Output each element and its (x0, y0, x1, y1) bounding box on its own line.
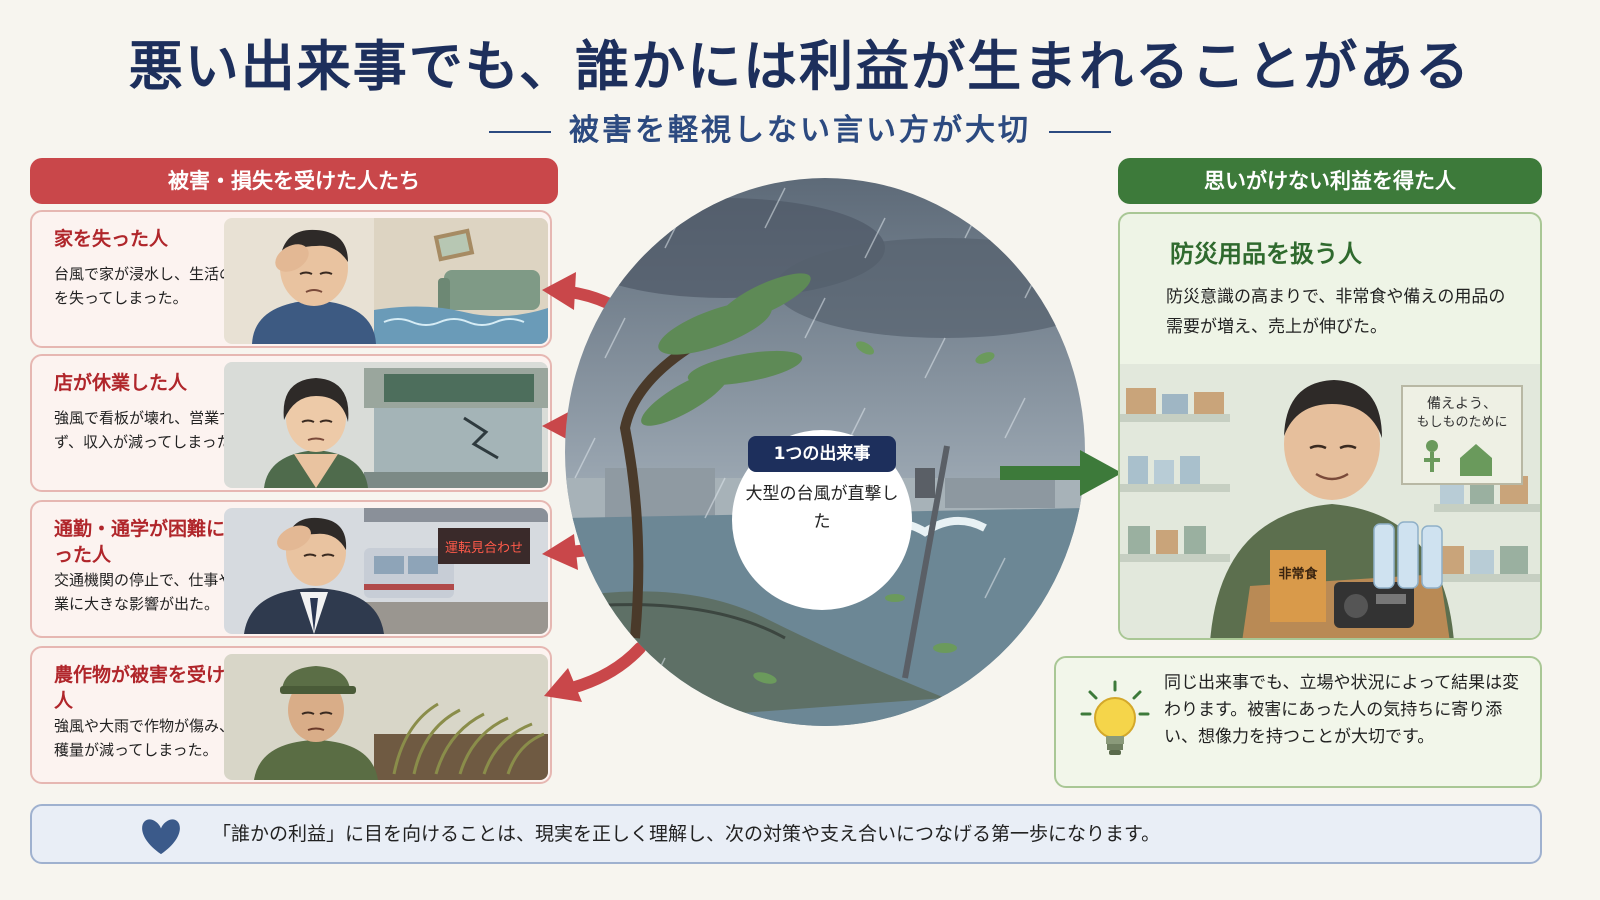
lightbulb-icon (1080, 680, 1150, 755)
typhoon-illustration (565, 178, 1085, 726)
event-badge: 1つの出来事 (748, 436, 896, 472)
gain-arrow (1000, 450, 1122, 496)
disaster-supplies-shop-illustration: 備えよう、 もしものために 非常食 (1120, 364, 1540, 638)
damaged-crops-illustration (224, 654, 548, 780)
loss-card-body: 強風で看板が壊れ、営業できず、収入が減ってしまった。 (54, 409, 250, 451)
loss-card-body: 交通機関の停止で、仕事や学業に大きな影響が出た。 (54, 571, 249, 613)
subtitle-rule-right (1049, 130, 1111, 133)
loss-card-farm: 農作物が被害を受けた人 強風や大雨で作物が傷み、収穫量が減ってしまった。 (30, 646, 552, 784)
event-description: 大型の台風が直撃した (745, 484, 899, 532)
insight-text: 同じ出来事でも、立場や状況によって結果は変わります。被害にあった人の気持ちに寄り… (1164, 673, 1520, 747)
loss-card-title: 家を失った人 (54, 228, 169, 250)
page-title: 悪い出来事でも、誰かには利益が生まれることがある (128, 35, 1472, 98)
service-suspended-sign: 運転見合わせ (445, 541, 523, 556)
loss-card-body: 強風や大雨で作物が傷み、収穫量が減ってしまった。 (54, 717, 250, 759)
poster-text-line2: もしものために (1416, 415, 1507, 430)
loss-card-home: 家を失った人 台風で家が浸水し、生活の場を失ってしまった。 (30, 210, 552, 348)
subtitle-text: 被害を軽視しない言い方が大切 (569, 113, 1031, 148)
loss-arrow-4 (544, 642, 646, 702)
station-illustration: 運転見合わせ (224, 508, 548, 634)
gain-card-title: 防災用品を扱う人 (1170, 240, 1362, 268)
insight-box: 同じ出来事でも、立場や状況によって結果は変わります。被害にあった人の気持ちに寄り… (1054, 656, 1542, 788)
event-label: 1つの出来事 大型の台風が直撃した (732, 430, 912, 610)
gain-card-body: 防災意識の高まりで、非常食や備えの用品の需要が増え、売上が伸びた。 (1166, 287, 1506, 337)
subtitle-rule-left (489, 130, 551, 133)
footer-message-box: 「誰かの利益」に目を向けることは、現実を正しく理解し、次の対策や支え合いにつなげ… (30, 804, 1542, 864)
footer-text: 「誰かの利益」に目を向けることは、現実を正しく理解し、次の対策や支え合いにつなげ… (212, 823, 1161, 845)
emergency-food-label: 非常食 (1278, 566, 1318, 582)
loss-card-commute: 通勤・通学が困難になった人 交通機関の停止で、仕事や学業に大きな影響が出た。 運… (30, 500, 552, 638)
poster-text-line1: 備えよう、 (1427, 396, 1497, 412)
loss-card-shop: 店が休業した人 強風で看板が壊れ、営業できず、収入が減ってしまった。 (30, 354, 552, 492)
flooded-home-illustration (224, 218, 548, 344)
loss-card-title: 店が休業した人 (54, 372, 188, 394)
gain-card: 防災用品を扱う人 防災意識の高まりで、非常食や備えの用品の需要が増え、売上が伸び… (1118, 212, 1542, 640)
loss-card-title: 農作物が被害を受けた人 (54, 664, 245, 712)
gain-section-header: 思いがけない利益を得た人 (1118, 158, 1542, 204)
damaged-shop-illustration (224, 362, 548, 488)
loss-card-title: 通勤・通学が困難になった人 (54, 518, 245, 566)
page-subtitle: 被害を軽視しない言い方が大切 (0, 105, 1600, 149)
typhoon-scene (565, 178, 1085, 726)
heart-icon (142, 819, 180, 855)
loss-section-header: 被害・損失を受けた人たち (30, 158, 558, 204)
loss-card-body: 台風で家が浸水し、生活の場を失ってしまった。 (54, 265, 250, 307)
